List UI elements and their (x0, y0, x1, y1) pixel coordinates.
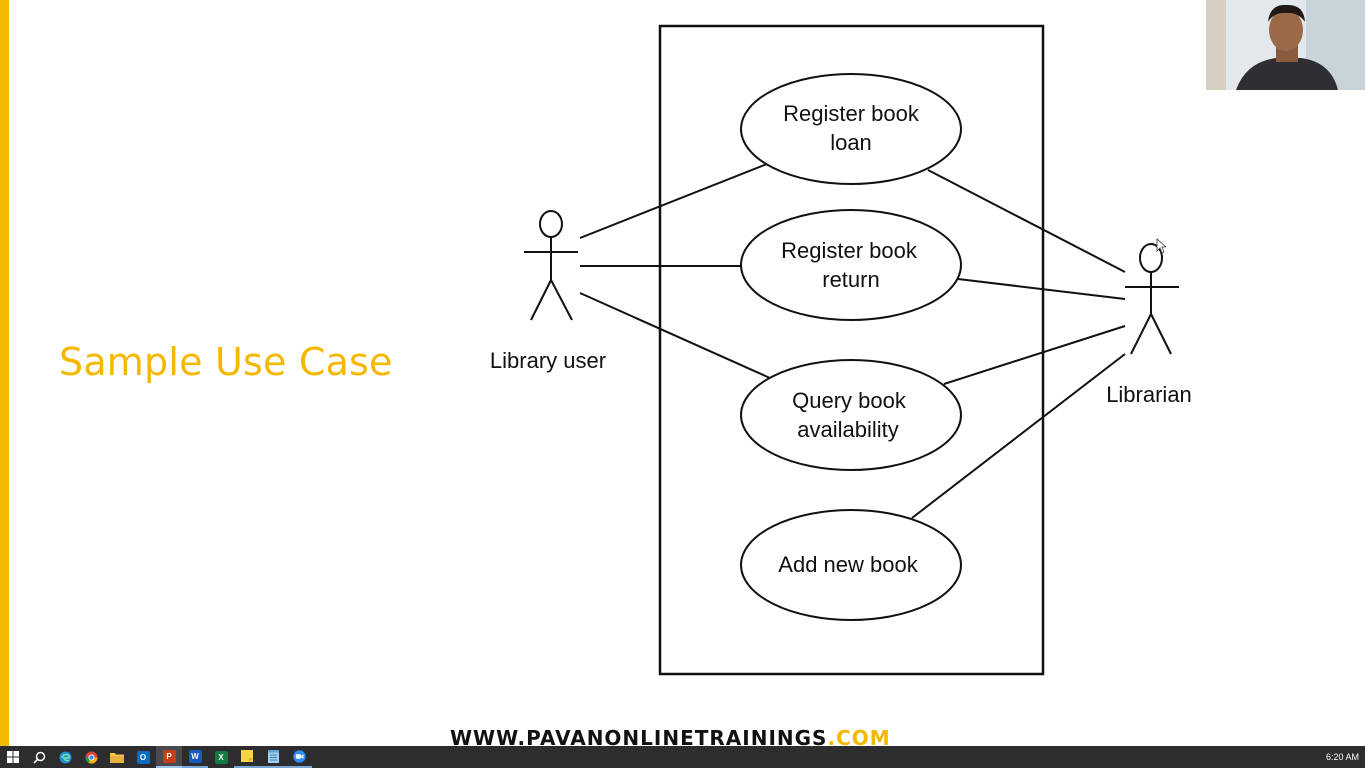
website-watermark: WWW.PAVANONLINETRAININGS.COM (450, 726, 891, 750)
excel-icon[interactable]: X (208, 746, 234, 768)
use-case-label: Add new book (778, 552, 918, 577)
use-case-label: Register book (781, 238, 918, 263)
assoc-user-query (579, 292, 771, 379)
use-case-diagram: Register book loan Register book return … (490, 24, 1192, 676)
presenter-video-icon (1206, 0, 1365, 90)
search-icon[interactable] (26, 746, 52, 768)
notepad-icon[interactable] (260, 746, 286, 768)
powerpoint-icon[interactable]: P (156, 746, 182, 768)
mouse-cursor-icon (1156, 238, 1166, 254)
watermark-tld: .COM (827, 726, 891, 750)
powerpoint-glyph: P (162, 749, 176, 763)
association-lines (579, 163, 1126, 519)
word-glyph: W (188, 749, 202, 763)
edge-icon[interactable] (52, 746, 78, 768)
assoc-librarian-loan (927, 169, 1126, 273)
use-case-query-availability (740, 359, 962, 471)
assoc-librarian-query (943, 325, 1126, 385)
slide-title: Sample Use Case (59, 340, 393, 384)
actor-label-librarian: Librarian (1106, 382, 1192, 407)
use-case-register-return (740, 209, 962, 321)
windows-start-icon[interactable] (0, 746, 26, 768)
assoc-librarian-add (911, 353, 1126, 519)
excel-glyph: X (214, 750, 228, 764)
use-case-label: return (822, 267, 879, 292)
watermark-main: WWW.PAVANONLINETRAININGS (450, 726, 828, 750)
file-explorer-icon[interactable] (104, 746, 130, 768)
system-boundary (658, 24, 1045, 676)
outlook-icon[interactable]: O (130, 746, 156, 768)
assoc-librarian-return (957, 278, 1126, 300)
assoc-user-loan (579, 163, 768, 239)
actor-label-library-user: Library user (490, 348, 606, 373)
outlook-glyph: O (136, 750, 150, 764)
use-case-add-new-book (740, 509, 962, 621)
use-case-label: loan (830, 130, 872, 155)
webcam-video-overlay (1206, 0, 1365, 90)
slide-accent-bar (0, 0, 9, 746)
use-case-label: Register book (783, 101, 920, 126)
actor-librarian-figure (1125, 243, 1179, 355)
use-case-label: Query book (792, 388, 907, 413)
sticky-notes-icon[interactable] (234, 746, 260, 768)
actor-library-user-figure (524, 210, 578, 321)
use-case-register-loan (740, 73, 962, 185)
zoom-icon[interactable] (286, 746, 312, 768)
windows-taskbar: O P W X 6:20 AM (0, 746, 1365, 768)
presentation-slide: Sample Use Case Register book loan Regis… (0, 0, 1365, 746)
use-case-label: availability (797, 417, 899, 442)
word-icon[interactable]: W (182, 746, 208, 768)
chrome-icon[interactable] (78, 746, 104, 768)
taskbar-clock[interactable]: 6:20 AM (1325, 752, 1359, 762)
